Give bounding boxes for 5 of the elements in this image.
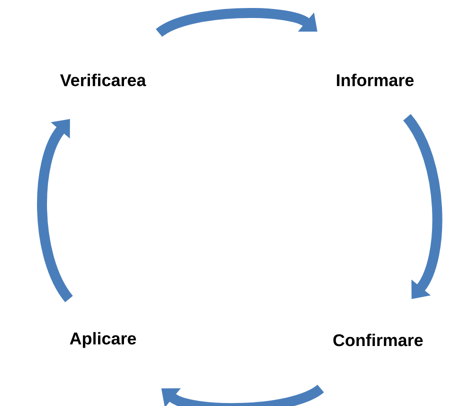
curved-arrow <box>156 8 318 38</box>
step-label: Informare <box>336 74 414 86</box>
step-label: Aplicare <box>70 332 136 348</box>
step-label: Verificarea <box>60 74 146 86</box>
step-label: Confirmare <box>333 334 423 346</box>
